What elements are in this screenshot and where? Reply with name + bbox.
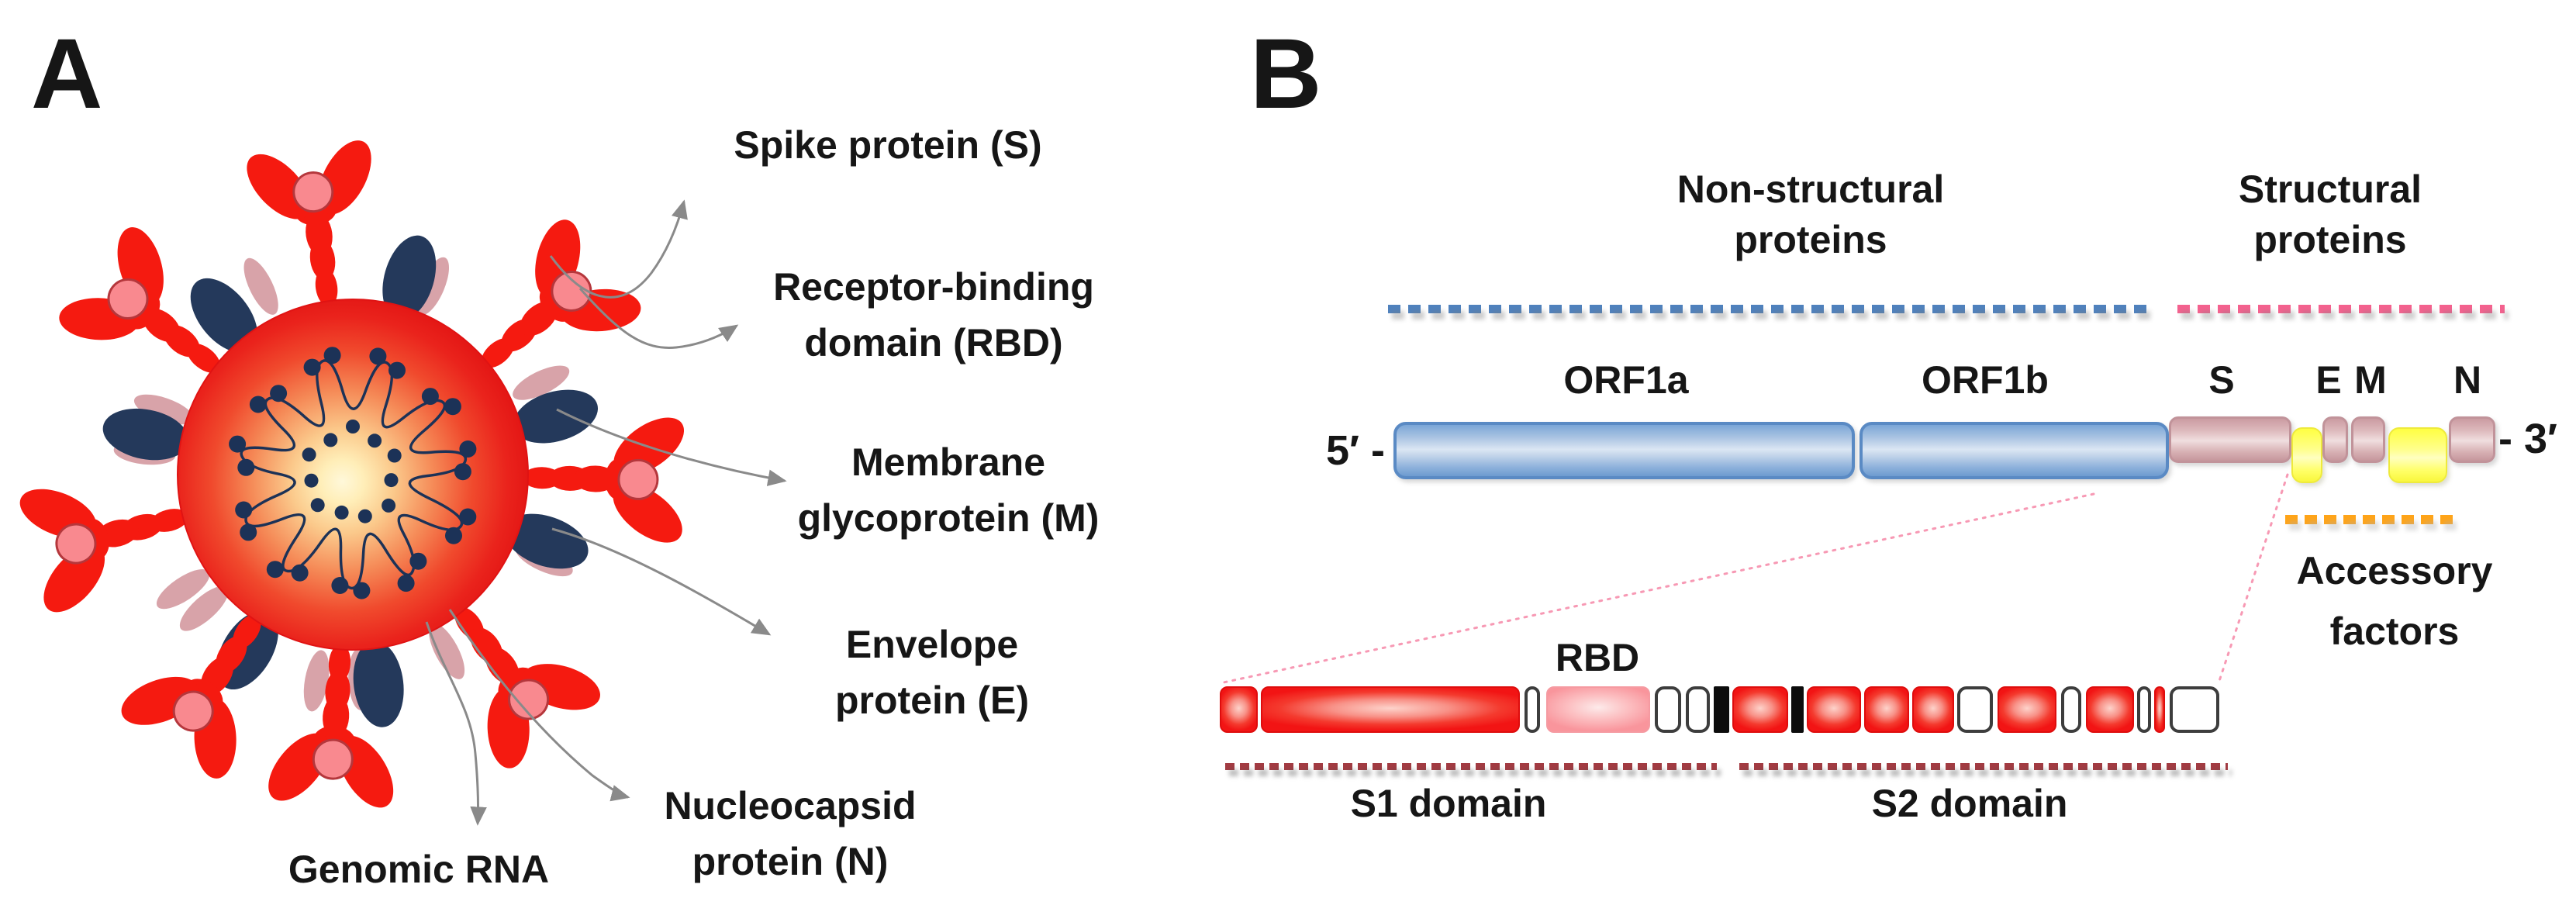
accessory-dashed-line [2285,515,2454,524]
gene-box-S [2169,416,2291,463]
spike-protein-icons [19,140,685,808]
rbd-label-line2: domain (RBD) [804,321,1063,364]
spike-segment-red-11 [1912,686,1954,733]
non-structural-dashed-line [1388,305,2154,313]
s1-domain-label: S1 domain [1350,782,1547,825]
envelope-label-line2: protein (E) [835,679,1029,722]
accessory-factors-label: Accessory factors [2297,541,2493,661]
rbd-segment-label: RBD [1555,636,1640,679]
non-structural-line2: proteins [1734,218,1887,261]
structural-line2: proteins [2253,218,2407,261]
spike-segment-white-18 [2170,686,2219,733]
membrane-label-line1: Membrane [851,440,1046,484]
spike-segment-black-8 [1791,686,1804,733]
three-prime-label: - 3′ [2498,416,2557,462]
spike-segment-red-7 [1732,686,1788,733]
panel-b-letter: B [1250,19,1322,130]
gene-label-N: N [2453,358,2482,402]
callout-arrows [425,199,787,826]
spike-segment-red-17 [2154,686,2165,733]
spike-segment-white-2 [1525,686,1540,733]
genomic-rna-coil [229,347,477,599]
spike-segment-red-15 [2086,686,2134,733]
genomic-rna-label: Genomic RNA [288,848,550,891]
gene-box-ORF1a [1393,422,1855,479]
spike-segment-black-6 [1714,686,1729,733]
nucleocapsid-protein-label: Nucleocapsid protein (N) [664,778,916,889]
gene-box-accessory-3 [2291,427,2322,483]
nucleocapsid-label-line1: Nucleocapsid [664,784,917,827]
spike-protein-label: Spike protein (S) [734,123,1042,167]
spike-segment-white-4 [1655,686,1681,733]
spike-segment-white-16 [2137,686,2151,733]
gene-label-S: S [2208,358,2235,402]
five-prime-label: 5′ - [1326,427,1385,474]
envelope-protein-label: Envelope protein (E) [835,617,1029,728]
zoom-connector-lines [1222,473,2289,684]
panel-a-letter: A [31,19,103,130]
spike-segment-white-14 [2061,686,2081,733]
gene-box-E [2322,416,2348,463]
spike-segment-pink-3 [1546,686,1650,733]
gene-label-ORF1a: ORF1a [1563,358,1689,402]
nucleocapsid-label-line2: protein (N) [692,840,889,883]
structural-line1: Structural [2238,168,2422,211]
gene-label-ORF1b: ORF1b [1922,358,2049,402]
structural-dashed-line [2177,305,2505,313]
rbd-label: Receptor-binding domain (RBD) [773,259,1094,371]
s2-domain-dashed-line [1739,763,2228,770]
accessory-line1: Accessory [2296,549,2493,592]
membrane-glycoprotein-ovals [102,235,599,727]
non-structural-line1: Non-structural [1676,168,1945,211]
virion-envelope-sphere [177,299,529,651]
structural-proteins-label: Structural proteins [2239,164,2422,265]
spike-segment-white-12 [1957,686,1993,733]
s1-domain-dashed-line [1225,763,1717,770]
gene-box-accessory-6 [2388,427,2447,483]
spike-segment-white-5 [1686,686,1710,733]
gene-label-E: E [2315,358,2342,402]
accessory-line2: factors [2329,610,2460,653]
spike-segment-red-1 [1261,686,1520,733]
gene-box-ORF1b [1859,422,2169,479]
spike-segment-red-9 [1807,686,1861,733]
membrane-label-line2: glycoprotein (M) [797,496,1100,540]
gene-box-M [2351,416,2385,463]
non-structural-proteins-label: Non-structural proteins [1677,164,1944,265]
gene-label-M: M [2354,358,2387,402]
rbd-label-line1: Receptor-binding [773,265,1094,309]
spike-segment-red-10 [1864,686,1909,733]
spike-segment-red-13 [1998,686,2056,733]
membrane-glycoprotein-label: Membrane glycoprotein (M) [798,434,1100,546]
s2-domain-label: S2 domain [1871,782,2068,825]
spike-segment-red-0 [1220,686,1258,733]
gene-box-N [2449,416,2495,463]
envelope-label-line1: Envelope [845,623,1019,666]
